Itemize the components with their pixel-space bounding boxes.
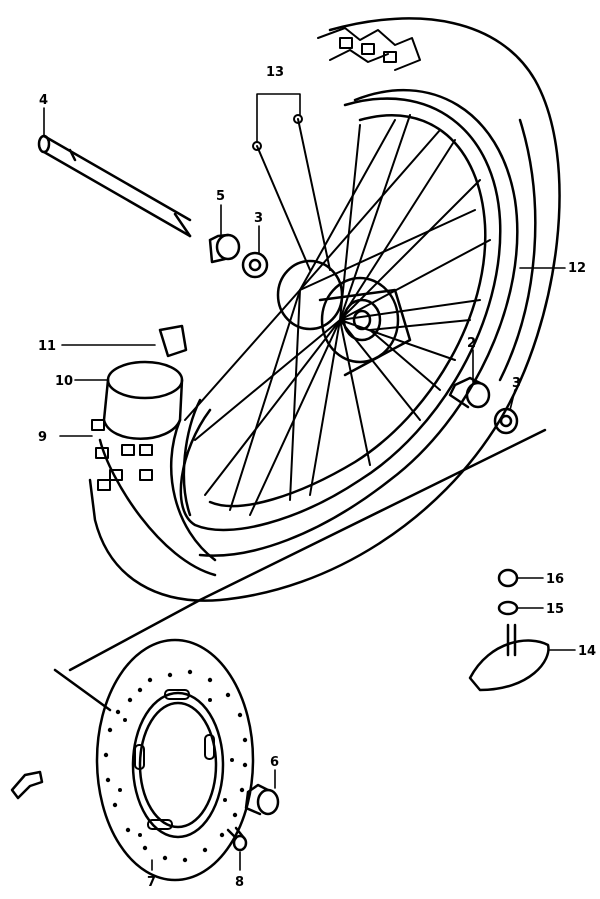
callout-3-left: 3 [254, 211, 263, 226]
callout-6: 6 [270, 755, 279, 770]
spoke-nipples [252, 114, 331, 271]
callout-10: 10 [55, 374, 73, 389]
valve-nut [497, 568, 519, 616]
callout-16: 16 [546, 572, 564, 587]
callout-14: 14 [578, 644, 596, 659]
tire [88, 17, 561, 602]
collar [244, 783, 280, 816]
callout-11: 11 [38, 339, 56, 354]
oil-seal-left [241, 251, 269, 279]
leader-lines [43, 93, 576, 871]
bearing [448, 376, 491, 409]
callout-3-right: 3 [512, 376, 521, 391]
disc-bolt [226, 826, 248, 852]
disc-holes [103, 669, 248, 863]
tread-left [91, 419, 153, 491]
tube [102, 324, 188, 440]
rim-lock [468, 623, 550, 692]
rim [179, 97, 502, 532]
callout-12: 12 [568, 261, 586, 276]
callout-2: 2 [467, 336, 476, 351]
disc-slots [134, 689, 215, 830]
spokes [184, 114, 491, 516]
callout-5: 5 [216, 189, 225, 204]
oil-seal-right [493, 407, 519, 435]
brake-disc [53, 428, 547, 882]
callout-labels: 4 5 3 13 12 2 3 11 10 9 16 15 14 6 8 7 1 [38, 65, 596, 890]
tread-top [317, 27, 421, 71]
callout-15: 15 [546, 602, 564, 617]
callout-7: 7 [147, 875, 156, 890]
hub [276, 259, 412, 377]
spacer [208, 233, 241, 264]
callout-8: 8 [235, 875, 244, 890]
front-arrow-icon [10, 770, 44, 800]
axle [37, 134, 192, 238]
callout-4: 4 [39, 93, 48, 108]
callout-13: 13 [266, 65, 284, 80]
callout-9: 9 [38, 430, 47, 445]
